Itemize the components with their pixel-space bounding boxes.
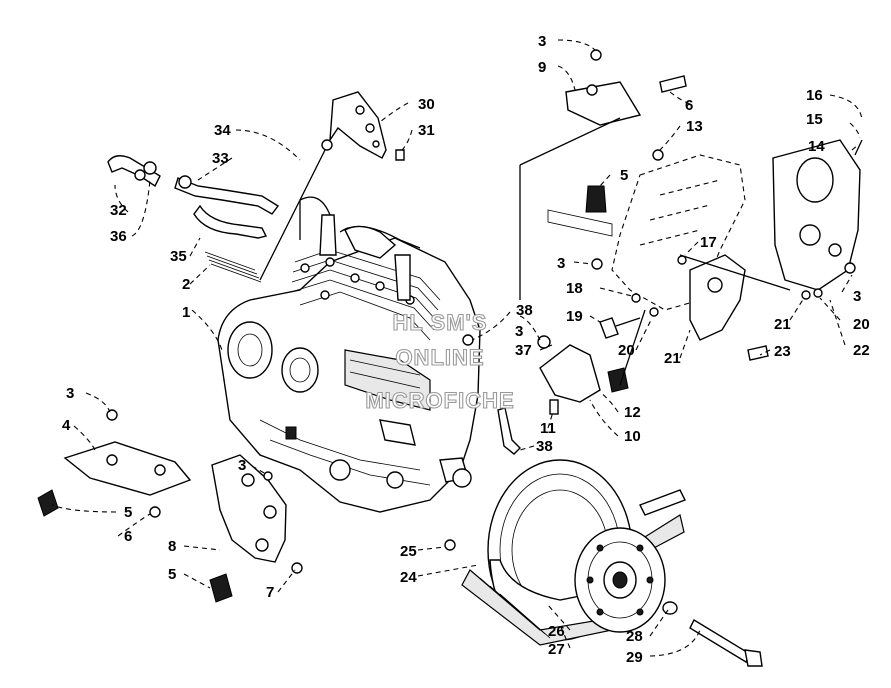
callout-36: 36 — [110, 228, 127, 245]
callout-17: 17 — [700, 234, 717, 251]
oil-lines — [107, 155, 280, 239]
callout-32: 32 — [110, 202, 127, 219]
mount-plate-10 — [537, 309, 646, 415]
callout-6-top: 6 — [685, 97, 693, 114]
callout-37: 37 — [515, 342, 532, 359]
callout-35: 35 — [170, 248, 187, 265]
callout-5-bottom: 5 — [168, 566, 176, 583]
watermark-line-1: HL SM'S — [393, 310, 488, 335]
callout-3-center: 3 — [515, 323, 523, 340]
callout-10: 10 — [624, 428, 641, 445]
callout-12: 12 — [624, 404, 641, 421]
callout-24: 24 — [400, 569, 417, 586]
callout-23: 23 — [774, 343, 791, 360]
callout-21-center: 21 — [664, 350, 681, 367]
callout-6-left: 6 — [124, 528, 132, 545]
callout-26: 26 — [548, 623, 565, 640]
callout-5-left: 5 — [124, 504, 132, 521]
callout-4: 4 — [62, 417, 71, 434]
callout-18: 18 — [566, 280, 583, 297]
callout-2: 2 — [182, 276, 190, 293]
chaincase-outline — [611, 154, 746, 311]
watermark-line-3: MICROFICHE — [365, 388, 514, 413]
callout-34: 34 — [214, 122, 231, 139]
callout-labels: 1 2 3 3 3 3 3 3 4 5 5 5 6 6 7 8 9 10 11 … — [62, 33, 870, 666]
callout-8: 8 — [168, 538, 176, 555]
callout-3-top: 3 — [538, 33, 546, 50]
callout-22: 22 — [853, 342, 870, 359]
callout-11: 11 — [540, 420, 556, 437]
callout-38-bottom: 38 — [536, 438, 553, 455]
callout-15: 15 — [806, 111, 823, 128]
oil-line-38 — [462, 334, 521, 455]
engine-mount-5-top — [547, 185, 613, 270]
callout-13: 13 — [686, 118, 703, 135]
callout-25: 25 — [400, 543, 417, 560]
callout-3-right: 3 — [853, 288, 861, 305]
watermark: HL SM'S ONLINE MICROFICHE — [365, 309, 514, 413]
callout-29: 29 — [626, 649, 643, 666]
callout-3-mount: 3 — [557, 255, 565, 272]
callout-33: 33 — [212, 150, 229, 167]
leader-lines — [51, 39, 863, 657]
callout-16: 16 — [806, 87, 823, 104]
callout-3-left: 3 — [66, 385, 74, 402]
callout-27: 27 — [548, 641, 565, 658]
callout-1: 1 — [182, 304, 190, 321]
callout-20-center: 20 — [618, 342, 635, 359]
callout-21-right: 21 — [774, 316, 791, 333]
callout-14: 14 — [808, 138, 825, 155]
hose-clamp-2 — [204, 251, 262, 283]
bracket-14 — [652, 139, 863, 291]
callout-20-right: 20 — [853, 316, 870, 333]
engine-assembly — [217, 196, 481, 513]
callout-19: 19 — [566, 308, 583, 325]
callout-3-bracket: 3 — [238, 457, 246, 474]
drive-clutch — [444, 459, 763, 667]
watermark-line-2: ONLINE — [395, 345, 484, 370]
stud-19 — [599, 307, 659, 339]
mount-plate-4 — [37, 409, 192, 518]
mount-bracket-30 — [259, 91, 405, 281]
callout-7: 7 — [266, 584, 274, 601]
torque-arm-17 — [631, 254, 823, 361]
callout-28: 28 — [626, 628, 643, 645]
bracket-9 — [519, 49, 687, 300]
mount-bracket-8 — [209, 454, 303, 603]
callout-38-top: 38 — [516, 302, 533, 319]
callout-30: 30 — [418, 96, 435, 113]
callout-9: 9 — [538, 59, 546, 76]
callout-5-top: 5 — [620, 167, 628, 184]
callout-31: 31 — [418, 122, 435, 139]
